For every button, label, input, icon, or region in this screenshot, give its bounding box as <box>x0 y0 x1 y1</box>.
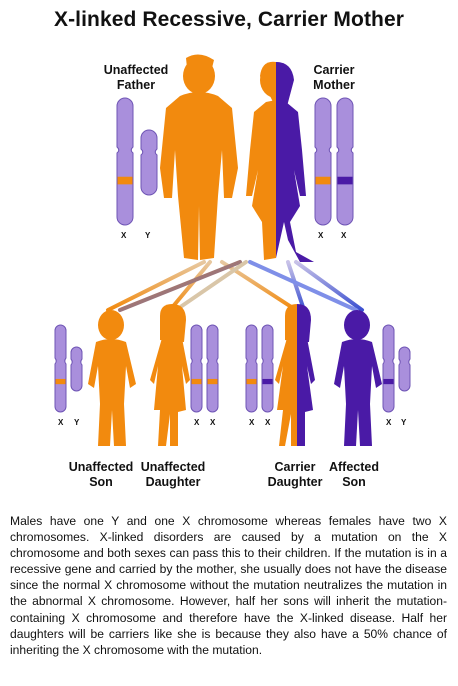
son2-figure <box>334 310 382 446</box>
pedigree-illustration <box>54 54 411 446</box>
daughter2-figure <box>275 304 315 446</box>
son2-chrom-y: Y <box>401 418 407 427</box>
son1-x-chromosome-gene-band <box>55 378 66 385</box>
diagram-title: X-linked Recessive, Carrier Mother <box>53 8 405 31</box>
mother-label: Carrier Mother <box>289 63 379 93</box>
mother-label-line2: Mother <box>313 78 355 92</box>
son2-label: Affected Son <box>309 460 399 490</box>
son1-chrom-x: X <box>58 418 64 427</box>
son1-label-line2: Son <box>89 475 113 489</box>
son1-label-line1: Unaffected <box>68 460 134 474</box>
description-paragraph: Males have one Y and one X chromosome wh… <box>10 514 447 657</box>
daughter2-x1-chromosome <box>245 324 258 413</box>
daughter1-x1-chromosome <box>190 324 203 413</box>
daughter1-label-line1: Unaffected <box>140 460 206 474</box>
chromosome-layer <box>54 97 411 413</box>
line-mother-son2b <box>248 260 358 312</box>
son2-label-line2: Son <box>342 475 366 489</box>
daughter1-chrom-x2: X <box>210 418 216 427</box>
daughter2-x2-chromosome <box>261 324 274 413</box>
daughter2-chrom-x2: X <box>265 418 271 427</box>
mother-label-line1: Carrier <box>313 63 355 77</box>
father-label-line2: Father <box>116 78 156 92</box>
son1-chrom-y: Y <box>74 418 80 427</box>
father-chrom-x: X <box>121 231 127 240</box>
line-father-daughter1 <box>168 260 212 312</box>
mother-x2-chromosome-gene-band <box>337 176 353 185</box>
line-mother-daughter1 <box>174 260 248 312</box>
son1-label: Unaffected Son <box>56 460 146 490</box>
father-y-chromosome <box>140 129 158 196</box>
father-x-chromosome-gene-band <box>117 176 133 185</box>
line-father-son1 <box>106 260 206 312</box>
mother-x1-chromosome-gene-band <box>315 176 331 185</box>
daughter1-x2-chromosome-gene-band <box>207 378 218 385</box>
mother-chrom-x1: X <box>318 231 324 240</box>
line-mother-son2 <box>294 260 364 312</box>
daughter2-x2-chromosome-gene-band <box>262 378 273 385</box>
son2-label-line1: Affected <box>328 460 379 474</box>
son1-figure <box>88 310 136 446</box>
father-x-chromosome <box>116 97 134 226</box>
son1-x-chromosome <box>54 324 67 413</box>
daughter1-figure <box>150 304 190 446</box>
mother-x2-chromosome <box>336 97 354 226</box>
daughter2-label-line2: Daughter <box>267 475 323 489</box>
daughter1-chrom-x1: X <box>194 418 200 427</box>
son2-x-chromosome <box>382 324 395 413</box>
father-chrom-y: Y <box>145 231 151 240</box>
line-mother-son1 <box>118 260 242 312</box>
daughter2-label-line1: Carrier <box>274 460 316 474</box>
daughter2-chrom-x1: X <box>249 418 255 427</box>
son1-y-chromosome <box>70 346 83 392</box>
daughter1-label: Unaffected Daughter <box>128 460 218 490</box>
daughter2-x1-chromosome-gene-band <box>246 378 257 385</box>
father-label: Unaffected Father <box>91 63 181 93</box>
daughter2-label: Carrier Daughter <box>250 460 340 490</box>
mother-figure <box>246 61 314 262</box>
father-figure <box>160 54 238 260</box>
inheritance-lines <box>106 260 364 312</box>
mother-x1-chromosome <box>314 97 332 226</box>
daughter1-x1-chromosome-gene-band <box>191 378 202 385</box>
mother-chrom-x2: X <box>341 231 347 240</box>
daughter1-label-line2: Daughter <box>145 475 201 489</box>
son2-y-chromosome <box>398 346 411 392</box>
line-mother-daughter2 <box>286 260 306 312</box>
son2-chrom-x: X <box>386 418 392 427</box>
father-label-line1: Unaffected <box>103 63 169 77</box>
son2-x-chromosome-gene-band <box>383 378 394 385</box>
daughter1-x2-chromosome <box>206 324 219 413</box>
